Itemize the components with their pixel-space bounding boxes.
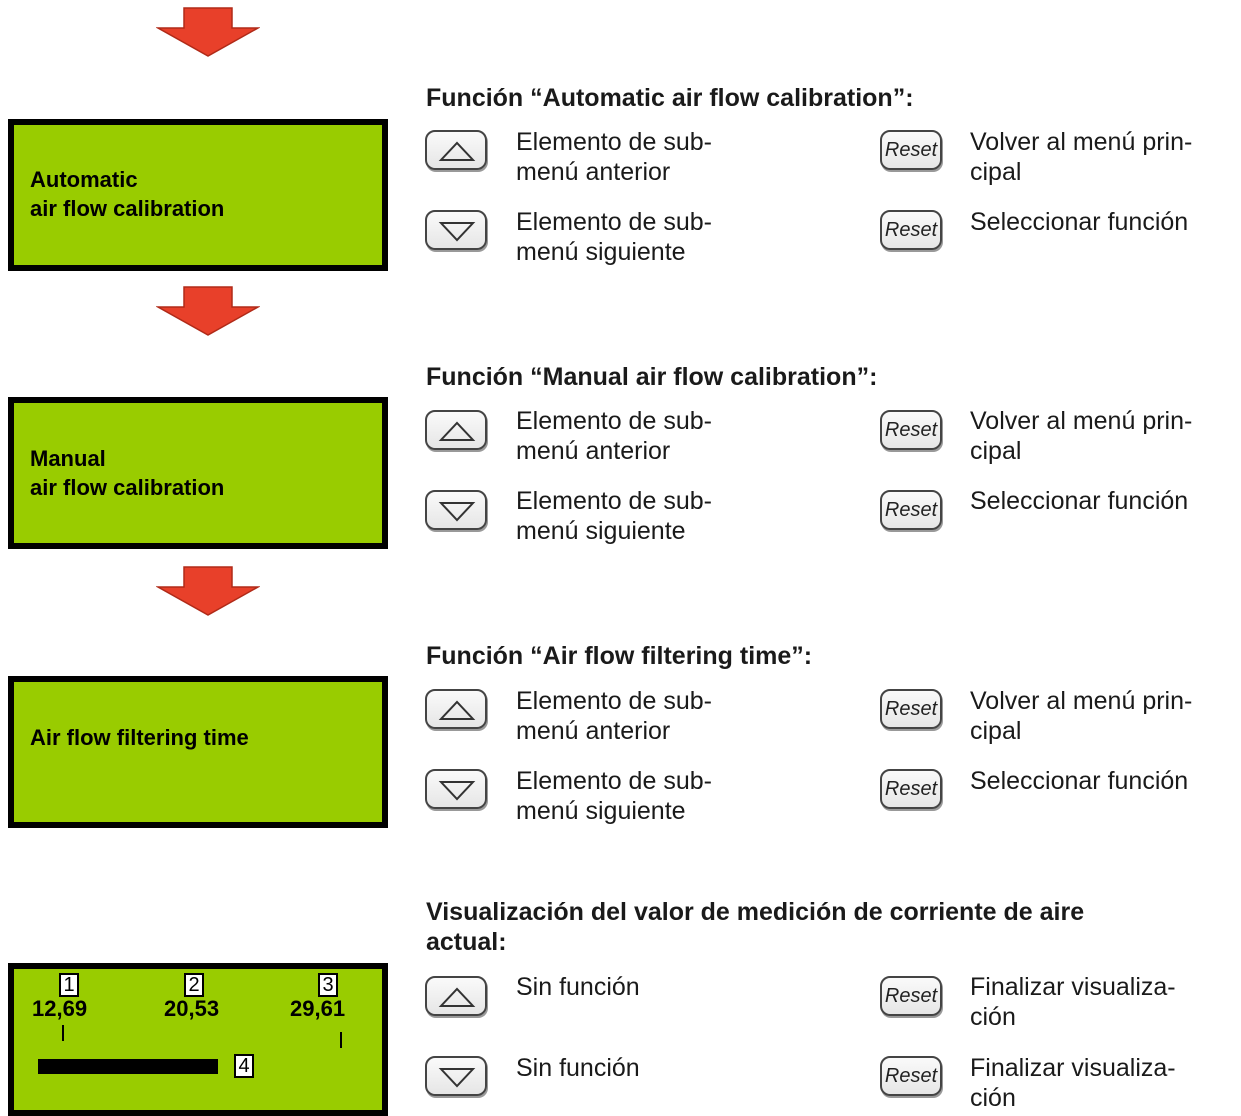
up-description: Elemento de sub- menú anterior [516,407,712,465]
reset-description: Finalizar visualiza- ción [970,973,1176,1031]
marker-3: 3 [318,973,338,997]
triangle-up-icon [438,141,476,161]
down-description: Elemento de sub- menú siguiente [516,767,712,825]
lcd-line: Automatic [30,167,138,192]
value-min: 12,69 [32,996,88,1021]
marker-2: 2 [184,973,204,997]
up-description: Sin función [516,973,640,1001]
up-button[interactable] [425,410,487,450]
reset-description: Seleccionar función [970,208,1189,236]
up-button[interactable] [425,689,487,729]
reset-button[interactable]: Reset [880,130,942,170]
reset-description: Finalizar visualiza- ción [970,1054,1176,1112]
lcd-line: air flow calibration [30,196,225,221]
down-button[interactable] [425,490,487,530]
down-description: Elemento de sub- menú siguiente [516,487,712,545]
up-description: Elemento de sub- menú anterior [516,128,712,186]
lcd-display-measurement: 1 2 3 12,69 20,53 29,61 4 [8,963,388,1116]
lcd-display-manual: Manual air flow calibration [8,397,388,549]
reset-button[interactable]: Reset [880,689,942,729]
marker-1: 1 [59,973,79,997]
down-button[interactable] [425,769,487,809]
reset-button[interactable]: Reset [880,410,942,450]
lcd-line: Manual [30,446,106,471]
down-button[interactable] [425,1056,487,1096]
reset-description: Seleccionar función [970,487,1189,515]
triangle-up-icon [438,421,476,441]
reset-button[interactable]: Reset [880,769,942,809]
reset-description: Volver al menú prin- cipal [970,128,1193,186]
reset-description: Volver al menú prin- cipal [970,407,1193,465]
max-tick [340,1032,342,1048]
section-title: Función “Manual air flow calibration”: [426,363,878,391]
lcd-line: Air flow filtering time [30,725,249,750]
flow-arrow-icon [156,566,260,616]
measurement-bar [38,1059,218,1074]
reset-button[interactable]: Reset [880,1056,942,1096]
reset-button[interactable]: Reset [880,490,942,530]
down-description: Elemento de sub- menú siguiente [516,208,712,266]
triangle-down-icon [438,781,476,801]
triangle-down-icon [438,502,476,522]
value-current: 20,53 [164,996,220,1021]
triangle-down-icon [438,1068,476,1088]
down-description: Sin función [516,1054,640,1082]
up-button[interactable] [425,130,487,170]
reset-button[interactable]: Reset [880,210,942,250]
reset-description: Seleccionar función [970,767,1189,795]
section-title: Visualización del valor de medición de c… [426,898,1085,956]
triangle-up-icon [438,700,476,720]
flow-arrow-icon [156,286,260,336]
lcd-display-automatic: Automatic air flow calibration [8,119,388,271]
marker-4: 4 [234,1054,254,1078]
reset-button[interactable]: Reset [880,976,942,1016]
flow-arrow-icon [156,7,260,57]
lcd-display-filtering: Air flow filtering time [8,676,388,828]
value-max: 29,61 [290,996,346,1021]
min-tick [62,1025,64,1041]
up-description: Elemento de sub- menú anterior [516,687,712,745]
up-button[interactable] [425,976,487,1016]
down-button[interactable] [425,210,487,250]
lcd-line: air flow calibration [30,475,225,500]
reset-description: Volver al menú prin- cipal [970,687,1193,745]
section-title: Función “Automatic air flow calibration”… [426,84,914,112]
triangle-down-icon [438,222,476,242]
triangle-up-icon [438,987,476,1007]
section-title: Función “Air flow filtering time”: [426,642,813,670]
